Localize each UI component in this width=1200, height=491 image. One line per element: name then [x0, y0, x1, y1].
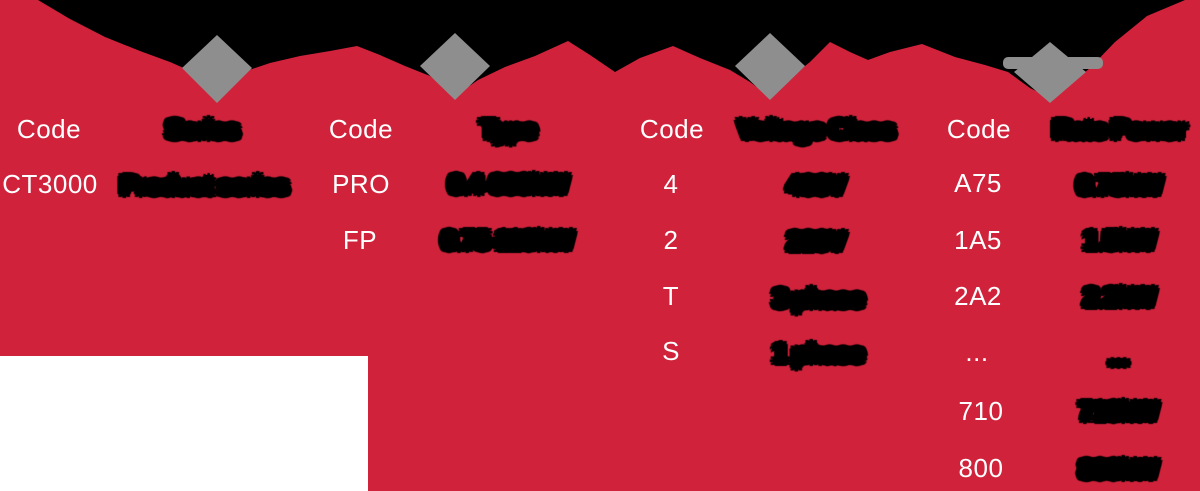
arrow-diamond-voltage-class: [735, 33, 805, 100]
power-row-code: A75: [954, 168, 1002, 198]
voltage-row-code: 4: [663, 169, 679, 199]
type-row-value: 0.4-660kW: [448, 169, 568, 199]
arrow-diamond-type: [420, 33, 490, 100]
power-row-code: 800: [958, 453, 1004, 483]
voltage-row-value: 3 phase: [773, 283, 864, 313]
voltage-row-code: S: [662, 336, 680, 366]
power-row-value: 710kW: [1079, 396, 1157, 426]
power-row-code: ...: [965, 337, 989, 367]
power-name-header: Rate Power: [1053, 114, 1186, 144]
voltage-row-code: 2: [663, 225, 679, 255]
power-row-value: 0.75kW: [1077, 170, 1162, 200]
series-name-header: Series: [165, 114, 239, 144]
voltage-row-value: 1 phase: [773, 338, 864, 368]
arrow-diamond-rate-power: [1014, 42, 1086, 103]
power-row-value: 2.2kW: [1083, 282, 1155, 312]
power-row-value: 800kW: [1079, 454, 1157, 484]
arrow-diamond-series: [182, 35, 252, 103]
voltage-row-value: 400V: [787, 170, 846, 200]
header-band: [38, 0, 1185, 98]
type-code-header: Code: [328, 114, 394, 144]
power-row-value: ...: [1108, 341, 1129, 371]
series-row-value: Product series: [120, 170, 289, 200]
type-name-header: Type: [480, 114, 537, 144]
series-code-header: Code: [16, 114, 82, 144]
voltage-code-header: Code: [639, 114, 705, 144]
power-row-code: 2A2: [954, 281, 1002, 311]
series-row-code: CT3000: [2, 169, 98, 199]
type-row-code: PRO: [332, 169, 390, 199]
voltage-name-header: Voltage Class: [738, 114, 895, 144]
type-row-code: FP: [342, 225, 378, 255]
voltage-row-value: 220V: [787, 226, 846, 256]
power-row-code: 1A5: [954, 225, 1002, 255]
voltage-row-code: T: [662, 281, 680, 311]
power-row-code: 710: [958, 396, 1004, 426]
power-code-header: Code: [946, 114, 1012, 144]
white-notch: [0, 356, 368, 491]
type-row-value: 0.75-110kW: [441, 225, 573, 255]
power-row-value: 1.5kW: [1083, 225, 1155, 255]
